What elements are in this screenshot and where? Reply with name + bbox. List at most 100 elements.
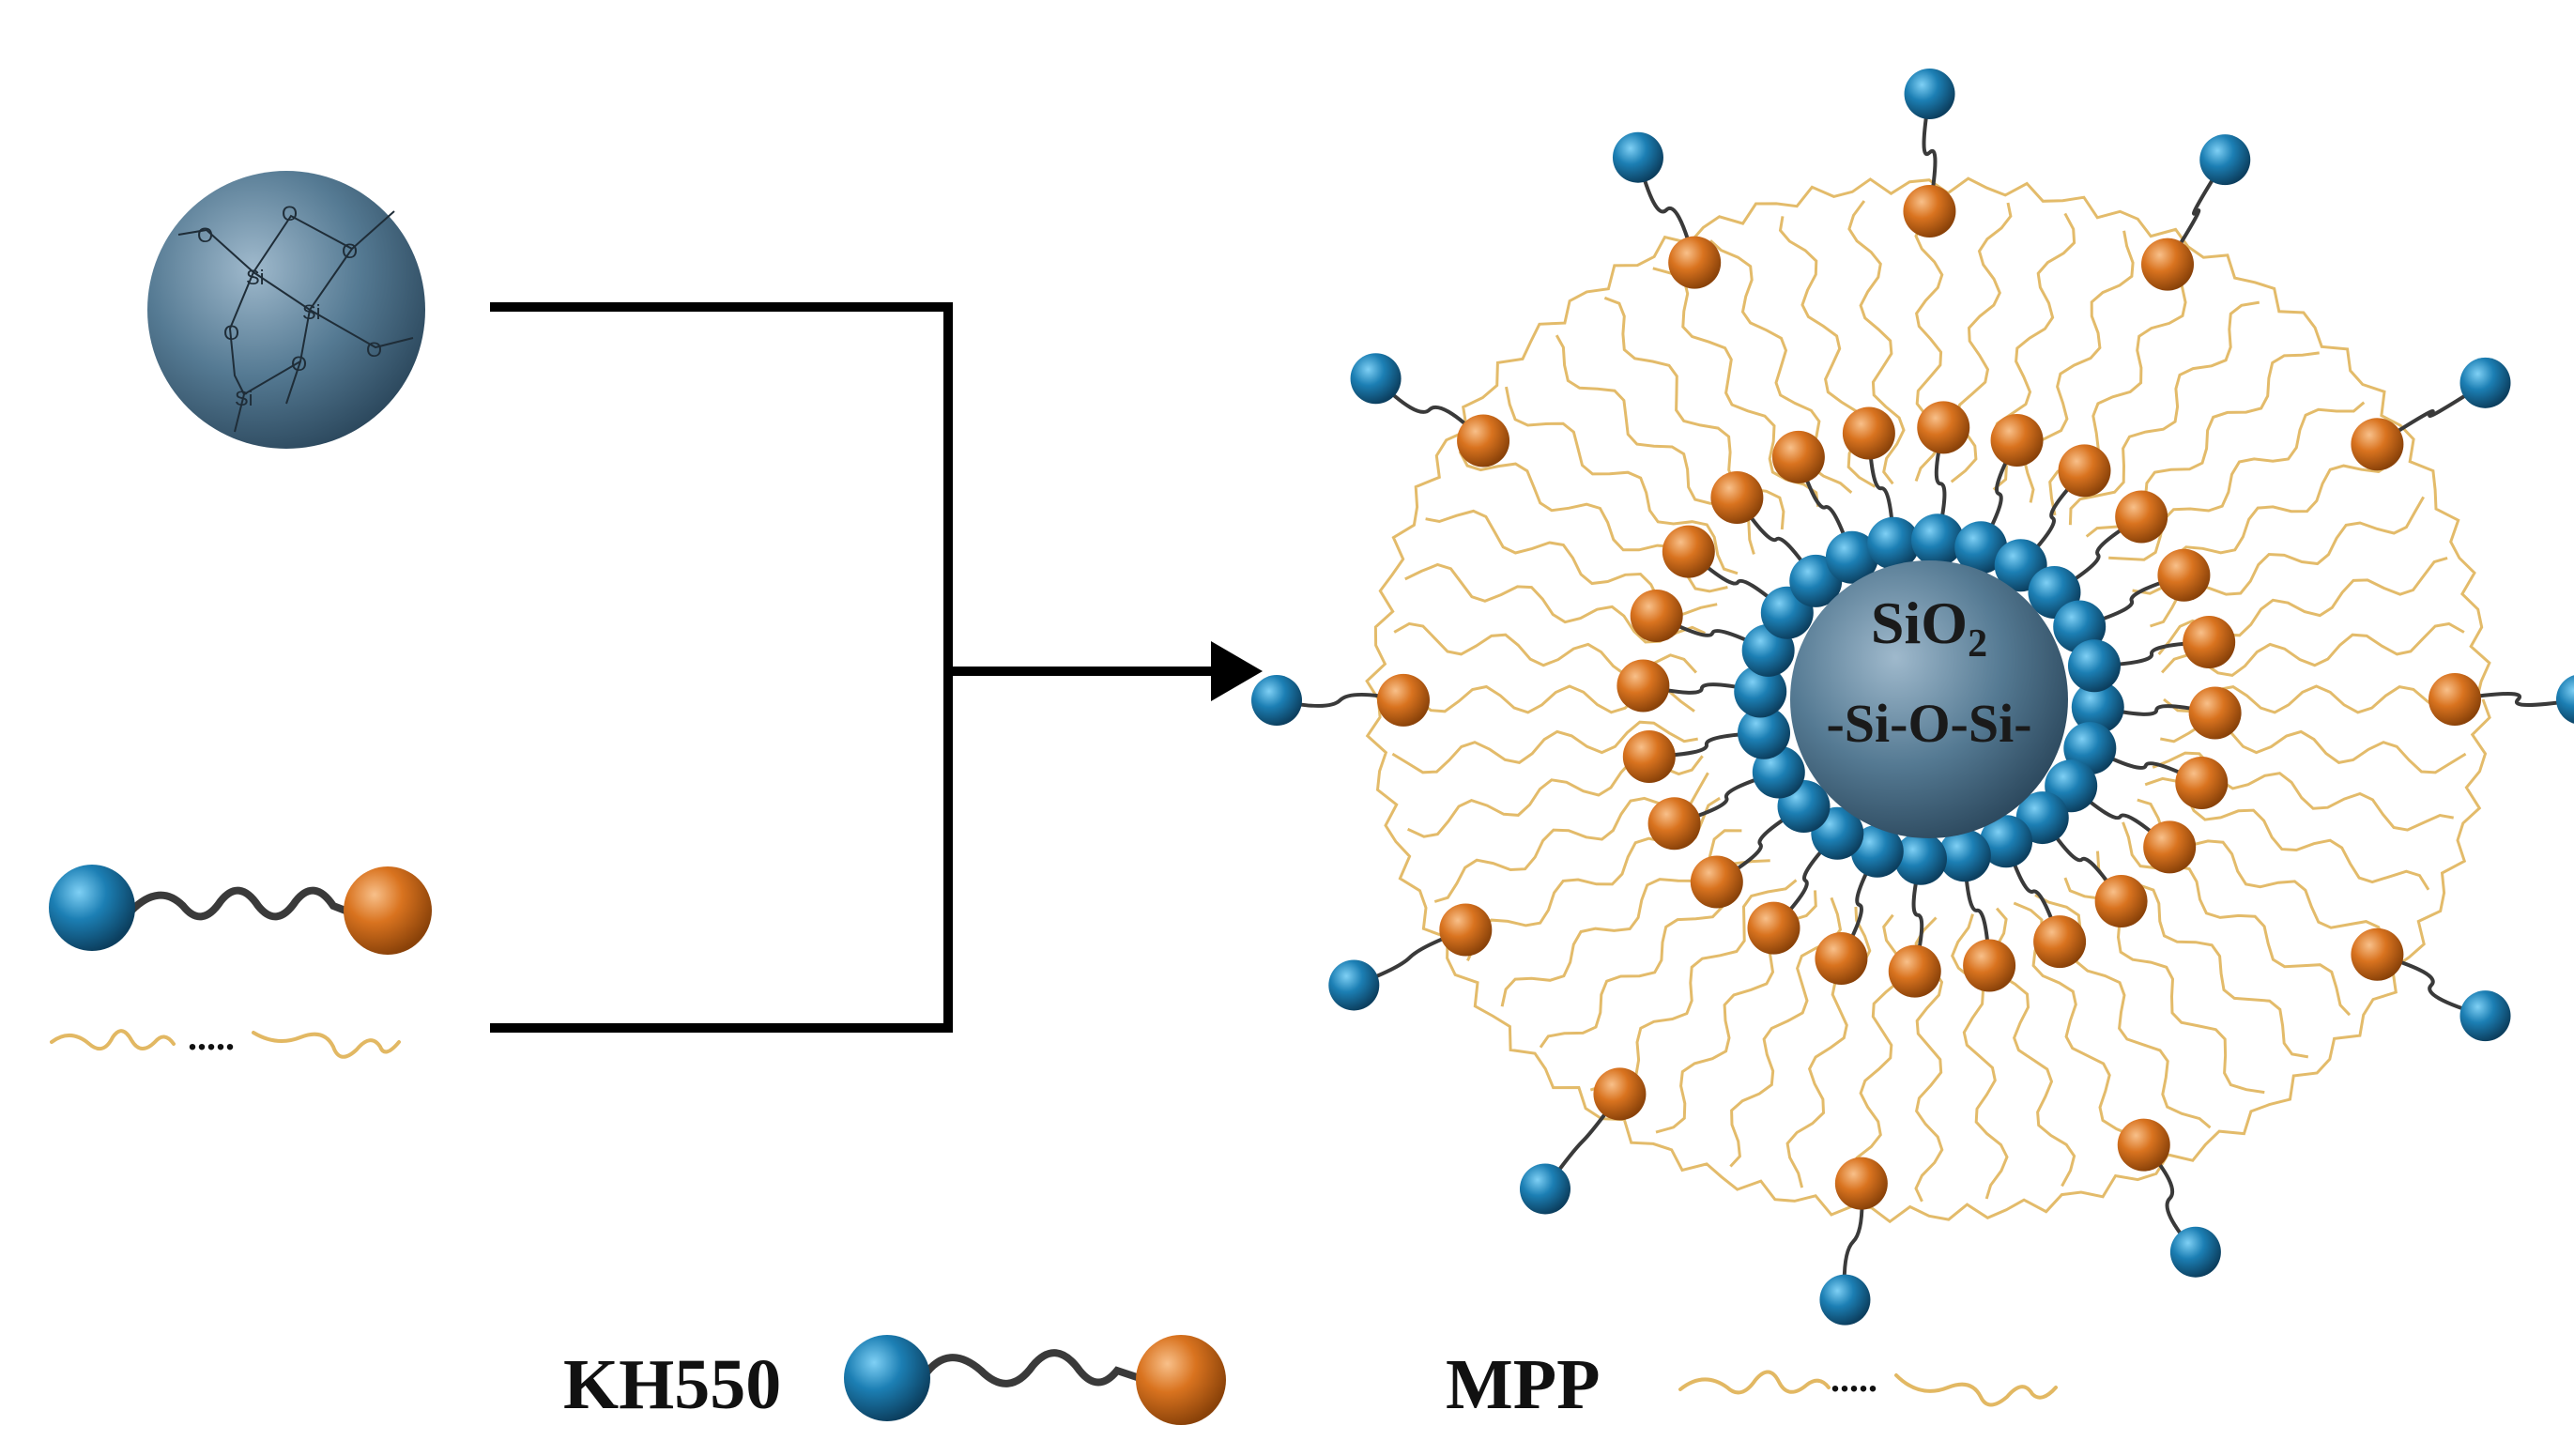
inner-orange-sphere [1771,430,1825,483]
outer-linker [2142,1143,2198,1254]
inner-linker [2097,704,2216,716]
outer-orange-sphere [2351,927,2404,981]
outer-orange-sphere [2141,238,2195,291]
inner-blue-sphere [1938,829,1991,882]
inner-blue-sphere [1850,824,1904,878]
mpp-chain [2108,401,2366,561]
silica-nanoparticle-icon: O O O Si Si O O O Si [147,171,425,449]
inner-linker [1839,850,1879,959]
mpp-chain [1555,334,1755,555]
outer-blue-sphere [1904,69,1955,120]
outer-linker [2166,159,2227,266]
inner-blue-sphere [1954,521,2008,575]
silane-end-sphere [344,866,432,955]
reaction-arrow-icon [490,302,1211,1033]
inner-orange-sphere [2175,756,2229,809]
inner-linker [1687,550,1789,615]
inner-orange-sphere [2183,616,2236,669]
inner-linker [1673,770,1780,826]
inner-linker [2093,640,2210,668]
inner-linker [1962,855,1992,966]
mpp-chain [2068,300,2260,526]
outer-orange-sphere [1457,414,1510,467]
inner-orange-sphere [1815,932,1868,986]
amine-end-sphere [49,865,135,951]
atom-si-3: Si [235,387,253,410]
inner-orange-sphere [1662,525,1715,578]
legend-mpp-ellipsis: ..... [1831,1357,1877,1400]
outer-linker [1922,93,1938,212]
inner-orange-sphere [1690,855,1743,909]
mpp-chain [1391,720,1698,774]
inner-orange-sphere [1630,590,1683,643]
atom-o-4: O [223,321,239,345]
inner-orange-sphere [2188,686,2242,740]
mpp-chain [1589,879,1798,1092]
atom-o-1: O [197,223,213,247]
inner-orange-sphere [1963,939,2016,992]
core-label-sio2: SiO2 [1871,590,1987,666]
atom-o-5: O [366,338,382,361]
inner-blue-sphere [2071,681,2124,734]
inner-linker [2019,469,2086,567]
kh550-molecule-icon [49,865,432,955]
outer-linker [2376,381,2487,446]
mpp-chain [1404,562,1706,644]
outer-orange-sphere [1439,903,1493,957]
inner-blue-sphere [2067,639,2121,693]
inner-orange-sphere [1622,729,1676,783]
mpp-ellipsis: ..... [188,1016,235,1058]
inner-linker [2053,514,2143,594]
outer-blue-sphere [2459,990,2511,1042]
outer-orange-sphere [1903,185,1956,238]
atom-si-2: Si [302,300,321,324]
inner-orange-sphere [1710,470,1764,524]
outer-linker [1374,376,1485,442]
inner-orange-sphere [1747,901,1800,955]
inner-orange-sphere [1647,797,1701,851]
arrow-head [1211,641,1263,701]
legend-orange-sphere [1136,1335,1226,1425]
outer-blue-sphere [1328,959,1380,1011]
inner-blue-sphere [1867,516,1921,570]
outer-blue-sphere [1251,675,1303,727]
inner-orange-sphere [1842,406,1895,460]
legend-kh550-label: KH550 [563,1345,781,1424]
outer-orange-sphere [1834,1157,1888,1210]
outer-linker [2376,952,2487,1019]
inner-orange-sphere [2115,490,2168,544]
inner-blue-sphere [1910,513,1964,567]
inner-orange-sphere [2033,915,2087,969]
inner-linker [1866,433,1896,544]
atom-o-6: O [291,352,307,375]
inner-linker [1715,805,1805,884]
inner-blue-sphere [1825,530,1878,584]
legend-blue-sphere [844,1335,930,1421]
inner-orange-sphere [1917,401,1970,454]
mpp-chain [1847,200,1906,485]
outer-linker [1636,157,1697,264]
inner-linker [2089,746,2203,785]
mpp-chain [1505,386,1739,575]
legend-mpp-icon [1678,1370,2058,1407]
legend-mpp-label: MPP [1446,1345,1601,1424]
inner-linker [1796,456,1854,559]
modified-nanoparticle [1251,69,2574,1326]
inner-linker [1735,496,1817,583]
mpp-chain [2160,621,2465,677]
inner-linker [1648,730,1765,759]
outer-blue-sphere [2199,134,2251,186]
outer-blue-sphere [2556,675,2574,724]
inner-linker [1655,614,1770,652]
outer-orange-sphere [2351,418,2404,471]
outer-blue-sphere [2459,357,2511,408]
inner-orange-sphere [2058,444,2111,498]
outer-blue-sphere [1350,353,1402,405]
atom-o-2: O [282,202,298,225]
inner-blue-sphere [1894,832,1948,885]
inner-orange-sphere [2143,820,2197,874]
outer-blue-sphere [2169,1226,2221,1278]
silica-core [1790,560,2068,838]
mpp-chain-icon [50,1029,401,1059]
inner-linker [1979,439,2019,549]
